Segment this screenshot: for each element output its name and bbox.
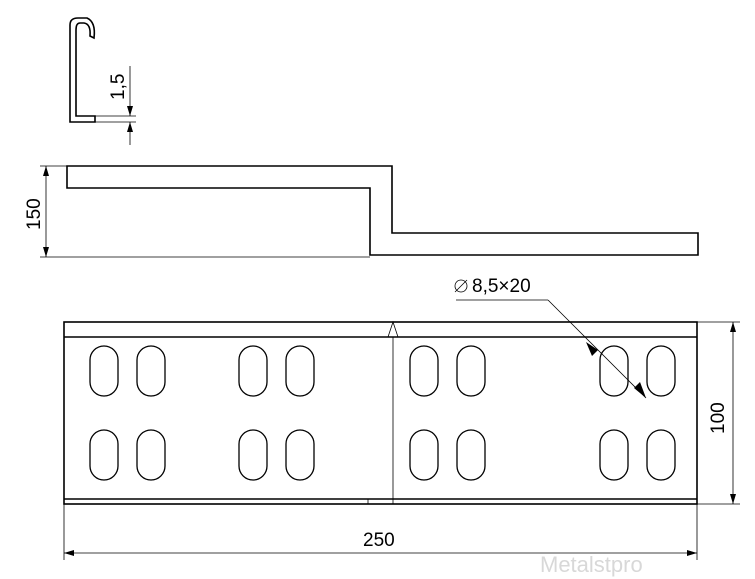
watermark: Metalstpro — [540, 552, 643, 577]
slot-holes — [89, 345, 676, 481]
height-dimension: 100 — [708, 402, 729, 434]
plate-plan-view: 8,5×20 100 250 — [63, 276, 740, 560]
hole-size-label: 8,5×20 — [472, 276, 531, 297]
thickness-dimension: 1,5 — [108, 74, 129, 100]
offset-dimension: 150 — [24, 198, 45, 230]
offset-side-view: 150 — [24, 165, 699, 258]
profile-section-view: 1,5 — [69, 17, 136, 145]
length-dimension: 250 — [363, 530, 395, 551]
